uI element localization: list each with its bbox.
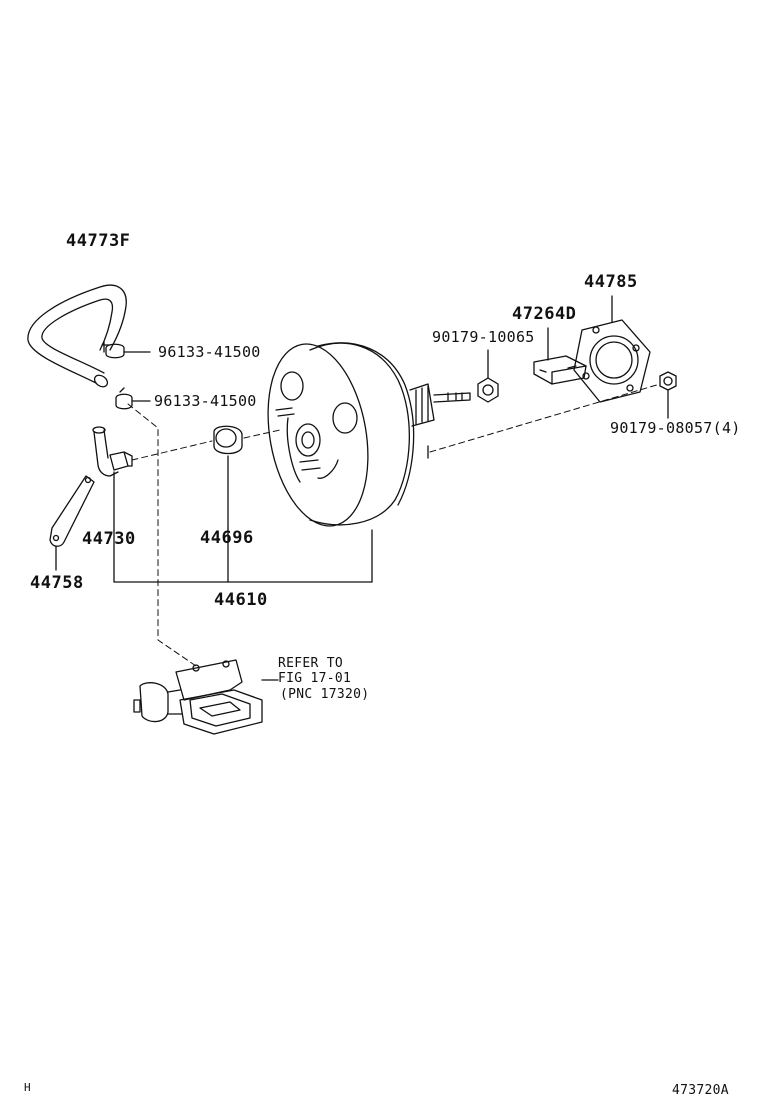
refer-note-line1: REFER TO (278, 656, 344, 671)
label-bracket: 44758 (30, 573, 84, 593)
corner-mark: H (24, 1081, 31, 1094)
nut-clevis-shape (477, 349, 499, 403)
vacuum-hose-shape (27, 284, 127, 388)
clamp-lower-shape (115, 387, 151, 410)
label-hose: 44773F (66, 231, 131, 251)
booster-body-shape (267, 342, 471, 583)
label-clamp-upper: 96133-41500 (158, 343, 261, 361)
label-nut-mount: 90179-08057(4) (610, 419, 741, 437)
label-clamp-lower: 96133-41500 (154, 392, 257, 410)
label-gasket: 44785 (584, 272, 638, 292)
label-nut-clevis: 90179-10065 (432, 328, 535, 346)
check-valve-shape (92, 426, 133, 531)
label-booster-assembly: 44610 (214, 590, 268, 610)
illustration-number: 473720A (672, 1083, 729, 1098)
clamp-upper-shape (101, 341, 151, 359)
refer-note-line2: FIG 17-01 (278, 671, 352, 686)
label-grommet: 44696 (200, 528, 254, 548)
master-cylinder-shape (133, 659, 279, 735)
gasket-shape (573, 295, 651, 403)
grommet-shape (213, 425, 243, 529)
label-check-valve: 44730 (82, 529, 136, 549)
label-clevis: 47264D (512, 304, 577, 324)
bracket-shape (49, 475, 95, 571)
assembly-leader (113, 527, 373, 583)
alignment-lines (127, 383, 661, 667)
refer-note-line3: (PNC 17320) (280, 687, 370, 702)
nut-mount-shape (659, 371, 677, 419)
